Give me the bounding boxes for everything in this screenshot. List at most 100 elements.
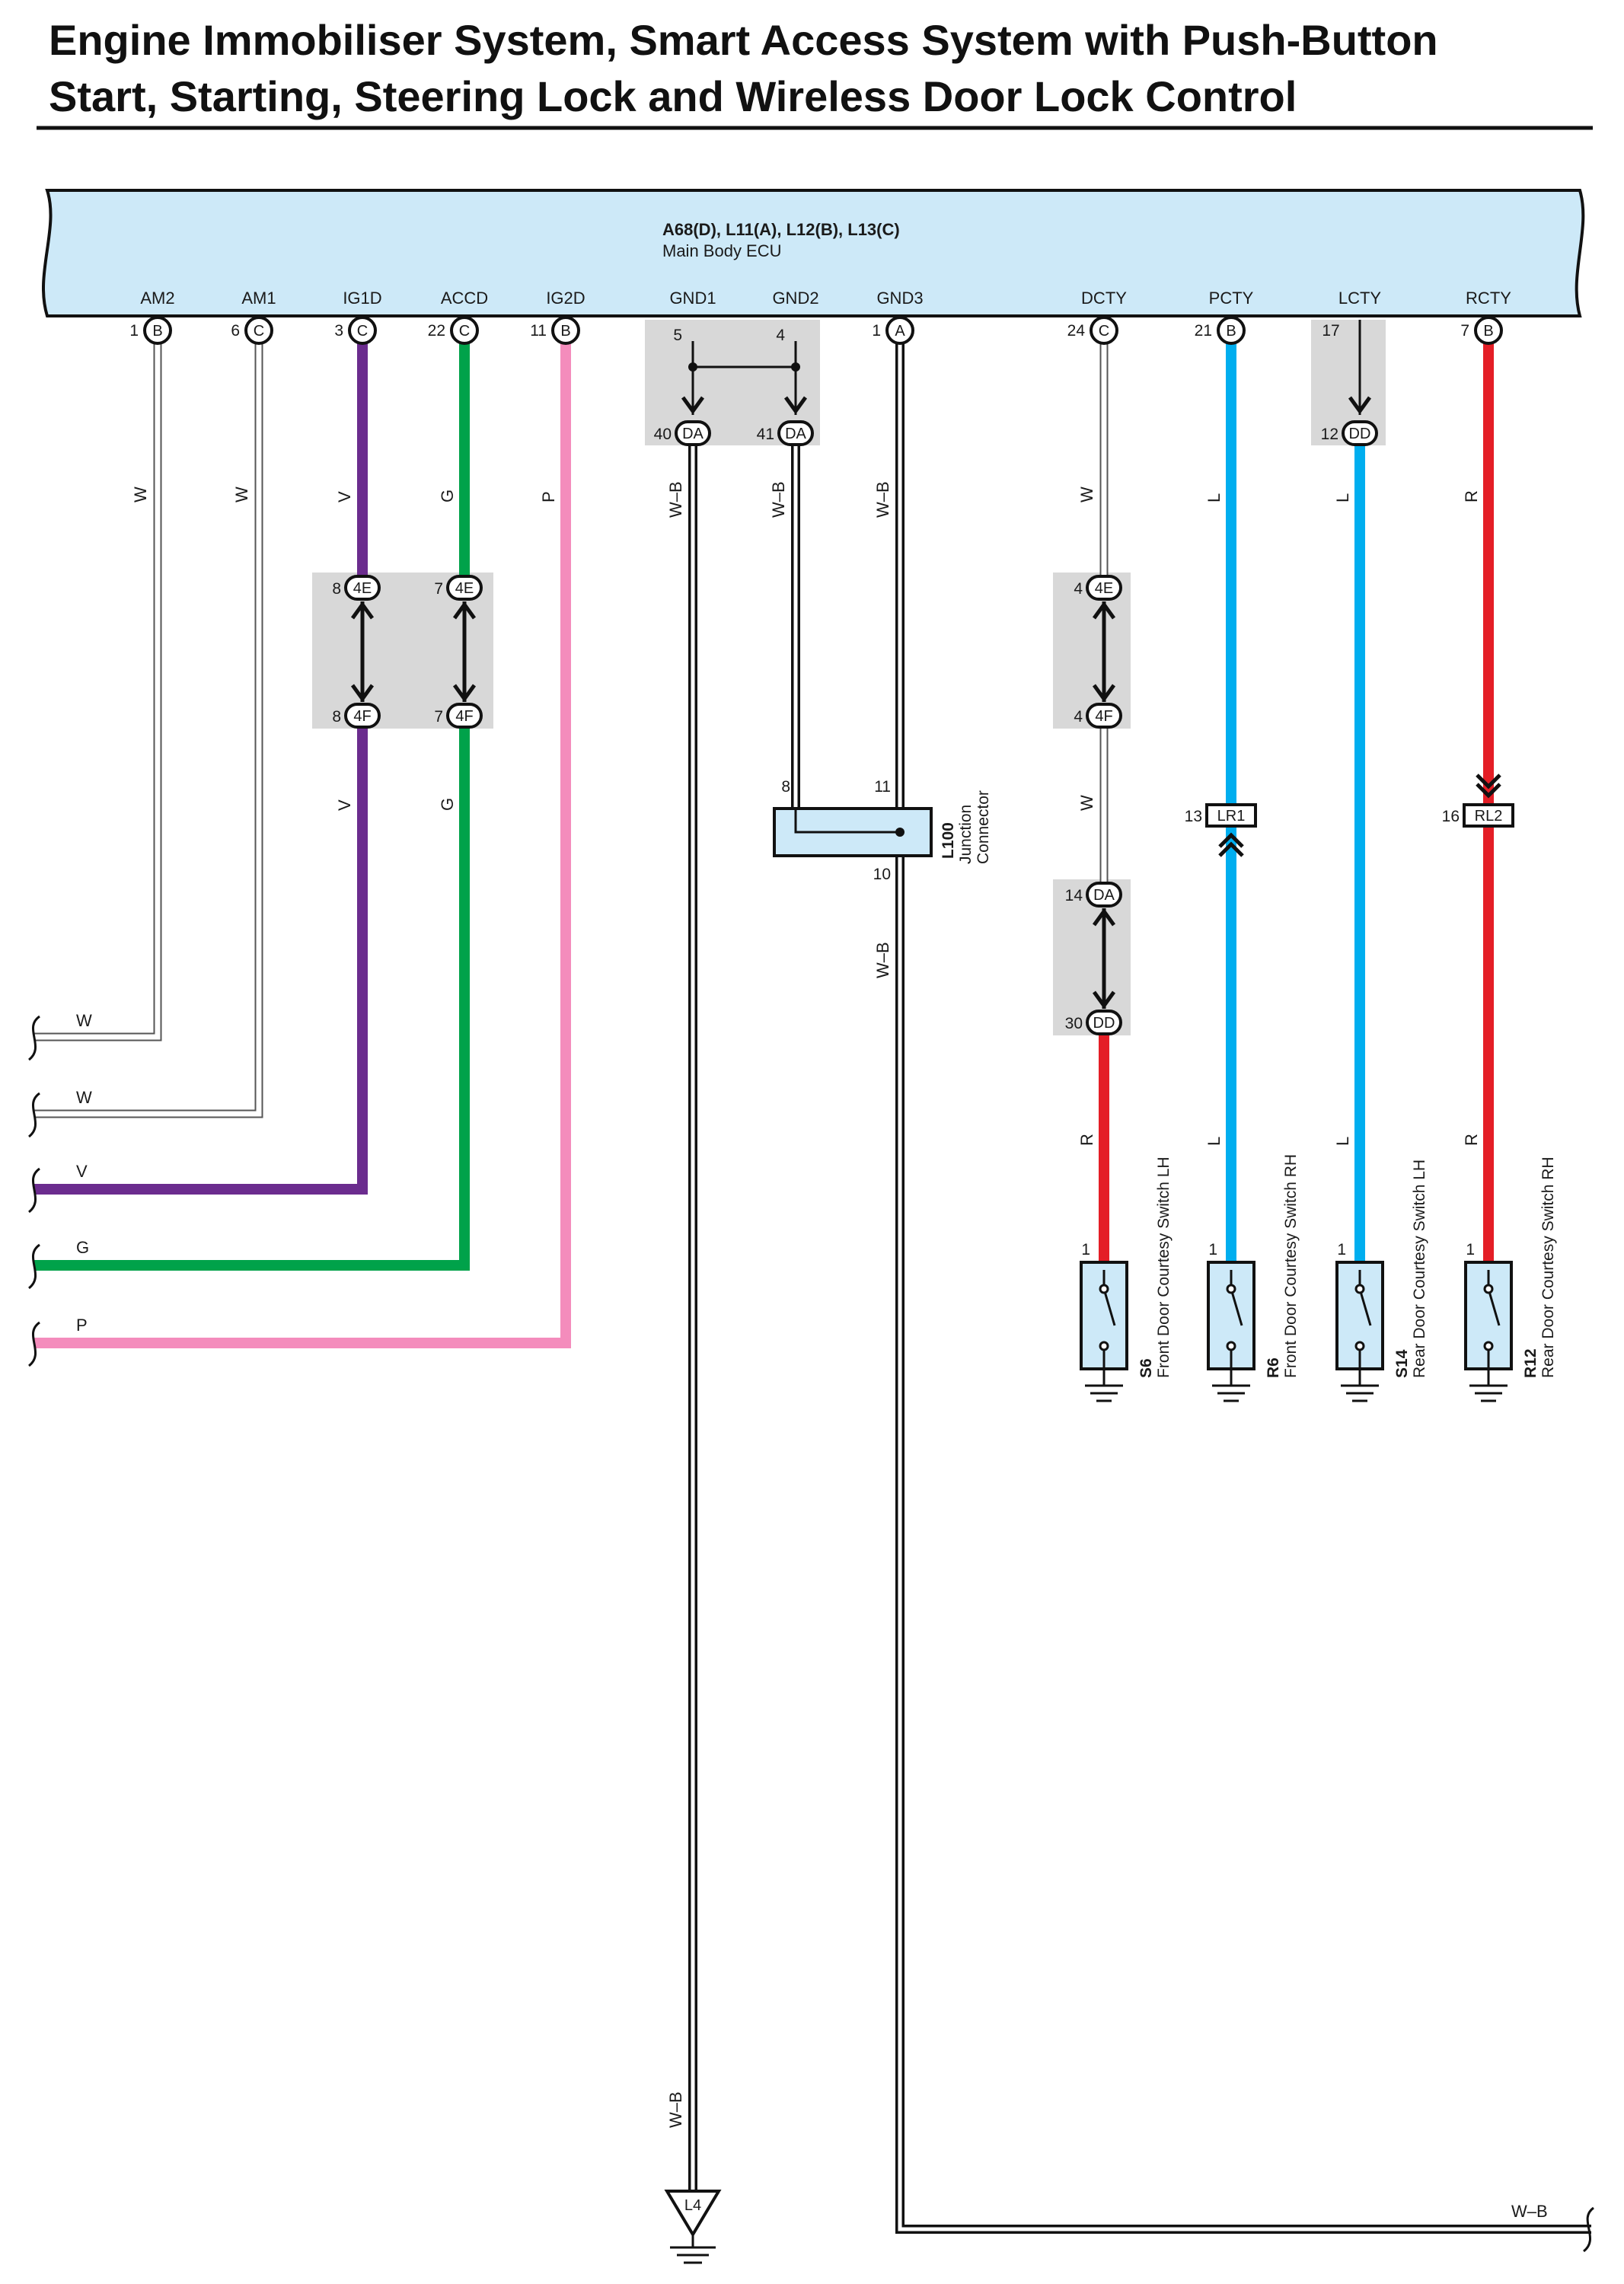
conn-rcty <box>1474 316 1503 345</box>
junction-double-arrows <box>350 601 1116 1010</box>
wirelabel-dcty-lower: R <box>1077 1134 1096 1146</box>
switch-r12: 1 R12 Rear Door Courtesy Switch RH <box>1464 1156 1557 1402</box>
jc-gnd1-da <box>675 420 711 446</box>
ground-l4-earth <box>670 2235 716 2264</box>
wirelabel-rcty-lower: R <box>1462 1134 1481 1146</box>
switch-r12-pin: 1 <box>1466 1241 1475 1258</box>
jc-accd-4e-pin: 7 <box>434 580 443 598</box>
conn-am1 <box>244 316 273 345</box>
jc-lcty-dd <box>1342 420 1378 446</box>
jc-dcty-4e <box>1086 575 1122 601</box>
jc-ig1d-4f-label: 4F <box>353 708 371 725</box>
conn-pcty-label: B <box>1226 323 1236 340</box>
jc-gnd2-da-label: DA <box>785 426 806 442</box>
wirelabel-left-am1: W <box>76 1088 92 1107</box>
ecu-name: Main Body ECU <box>662 241 782 260</box>
wirelabel-dcty-mid: W <box>1077 795 1096 811</box>
title-line-1: Engine Immobiliser System, Smart Access … <box>49 16 1438 64</box>
wire-am2-outline <box>34 341 162 1042</box>
jc-dcty-da <box>1086 882 1122 908</box>
conn-gnd3 <box>885 316 914 345</box>
wirelabel-left-ig1d: V <box>76 1162 88 1181</box>
switch-s14-code: S14 <box>1393 1349 1411 1378</box>
pin-gnd1: 5 <box>673 327 682 344</box>
wirelabel-rcty-upper: R <box>1462 490 1481 502</box>
pin-rcty: 7 <box>1460 322 1469 340</box>
signal-dcty: DCTY <box>1081 289 1127 308</box>
jc-gnd1-da-label: DA <box>682 426 704 442</box>
signal-am2: AM2 <box>140 289 174 308</box>
signal-pcty: PCTY <box>1209 289 1254 308</box>
wirelabel-am2: W <box>131 486 150 502</box>
conn-dcty <box>1090 316 1118 345</box>
wirelabel-pcty-upper: L <box>1204 493 1224 502</box>
ecu-pin-markers: B 1 C 6 C 3 C 22 B 11 5 4 A 1 C 24 B 21 … <box>129 316 1503 345</box>
wirelabel-dcty-upper: W <box>1077 486 1096 502</box>
gnd-junction-arrows <box>681 396 808 415</box>
ecu-connector-codes: A68(D), L11(A), L12(B), L13(C) <box>662 220 900 239</box>
inline-rl2 <box>1463 803 1514 828</box>
switch-r12-name: Rear Door Courtesy Switch RH <box>1539 1156 1557 1378</box>
wirelabel-gnd2: W–B <box>769 481 788 518</box>
wire-ig1d <box>34 341 368 1195</box>
pin-gnd2: 4 <box>776 327 785 344</box>
l100-pin-out-bottom: 10 <box>873 866 891 883</box>
gnd-junction-dot-1 <box>688 362 697 372</box>
jc-dcty-dd-pin: 30 <box>1065 1015 1083 1032</box>
pin-am1: 6 <box>231 322 240 340</box>
ecu-signal-labels: AM2 AM1 IG1D ACCD IG2D GND1 GND2 GND3 DC… <box>140 289 1511 308</box>
l100-name-line1: Junction <box>957 805 975 864</box>
ground-l4-label: L4 <box>684 2197 701 2214</box>
conn-rcty-label: B <box>1483 323 1493 340</box>
wirelabel-am1: W <box>232 486 251 502</box>
wire-break-marks <box>27 1015 1594 2253</box>
gnd-junction-dot-2 <box>791 362 800 372</box>
wire-ig2d <box>34 341 571 1348</box>
lcty-junction-arrow <box>1348 396 1372 415</box>
conn-ig2d <box>551 316 580 345</box>
inline-lr1-pin: 13 <box>1185 808 1202 825</box>
switch-r12-code: R12 <box>1522 1348 1539 1378</box>
main-body-ecu <box>41 189 1585 317</box>
jc-accd-4f-pin: 7 <box>434 708 443 726</box>
wirelabel-accd: G <box>438 490 457 502</box>
wirelabel-ig1d-lower: V <box>335 799 354 811</box>
l100-pin-in: 8 <box>781 778 790 796</box>
signal-am1: AM1 <box>241 289 276 308</box>
gnd-junction-bus <box>691 341 797 415</box>
inline-rl2-pin: 16 <box>1442 808 1460 825</box>
junction-connectors: DA 40 DA 41 DD 12 4E 8 4F 8 4E 7 4F 7 4E… <box>332 420 1378 1035</box>
wirelabel-ig1d: V <box>335 491 354 502</box>
door-switches: 1 S6 Front Door Courtesy Switch LH 1 R6 … <box>1080 1154 1557 1402</box>
conn-gnd3-label: A <box>895 323 905 340</box>
l100-name-line2: Connector <box>975 790 992 864</box>
l100-internal-link <box>794 809 900 834</box>
switch-r6-pin: 1 <box>1208 1241 1217 1258</box>
wirelabel-accd-lower: G <box>438 798 457 811</box>
pin-pcty: 21 <box>1195 322 1212 340</box>
jc-dcty-dd-label: DD <box>1093 1015 1115 1032</box>
pin-gnd3: 1 <box>872 322 881 340</box>
jc-dcty-4e-pin: 4 <box>1074 580 1083 598</box>
jc-ig1d-4e <box>344 575 381 601</box>
l100-dot <box>895 828 905 837</box>
inline-lr1-arrow <box>1218 832 1244 857</box>
switch-r6: 1 R6 Front Door Courtesy Switch RH <box>1207 1154 1300 1402</box>
switch-s14-name: Rear Door Courtesy Switch LH <box>1411 1160 1428 1378</box>
jc-gnd2-pin: 41 <box>757 426 774 443</box>
jc-accd-4f <box>446 703 483 729</box>
signal-gnd3: GND3 <box>876 289 923 308</box>
conn-ig1d-label: C <box>357 323 368 340</box>
switch-s6-code: S6 <box>1137 1358 1155 1378</box>
inline-lr1-label: LR1 <box>1217 808 1246 825</box>
inline-lr1 <box>1205 803 1257 828</box>
signal-accd: ACCD <box>441 289 488 308</box>
jc-gnd1-pin: 40 <box>654 426 672 443</box>
switch-s6-pin: 1 <box>1081 1241 1090 1258</box>
pin-ig2d: 11 <box>530 322 547 340</box>
switch-s6-name: Front Door Courtesy Switch LH <box>1155 1156 1173 1378</box>
wire-am1 <box>34 341 262 1117</box>
pin-accd: 22 <box>428 322 445 340</box>
title-line-2: Start, Starting, Steering Lock and Wirel… <box>49 72 1297 120</box>
